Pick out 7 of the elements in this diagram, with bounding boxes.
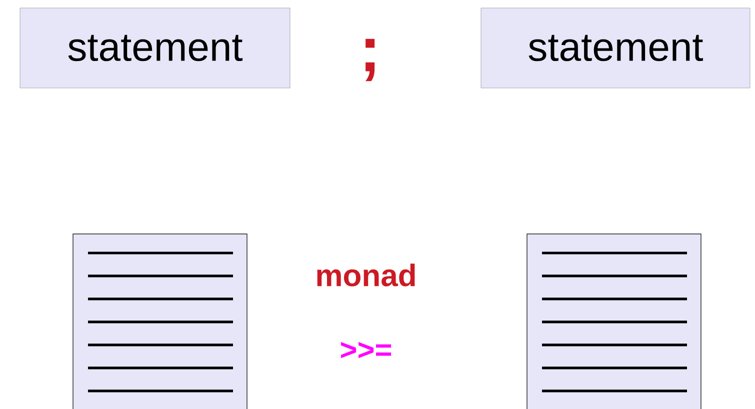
document-drawing xyxy=(526,234,702,409)
statement-box: statement xyxy=(20,8,290,88)
operator-label: monad xyxy=(317,264,415,286)
statement-box: statement xyxy=(480,8,750,88)
operator-label: >>= xyxy=(340,342,392,358)
semicolon: ; xyxy=(365,38,375,82)
document-drawing xyxy=(72,234,248,409)
